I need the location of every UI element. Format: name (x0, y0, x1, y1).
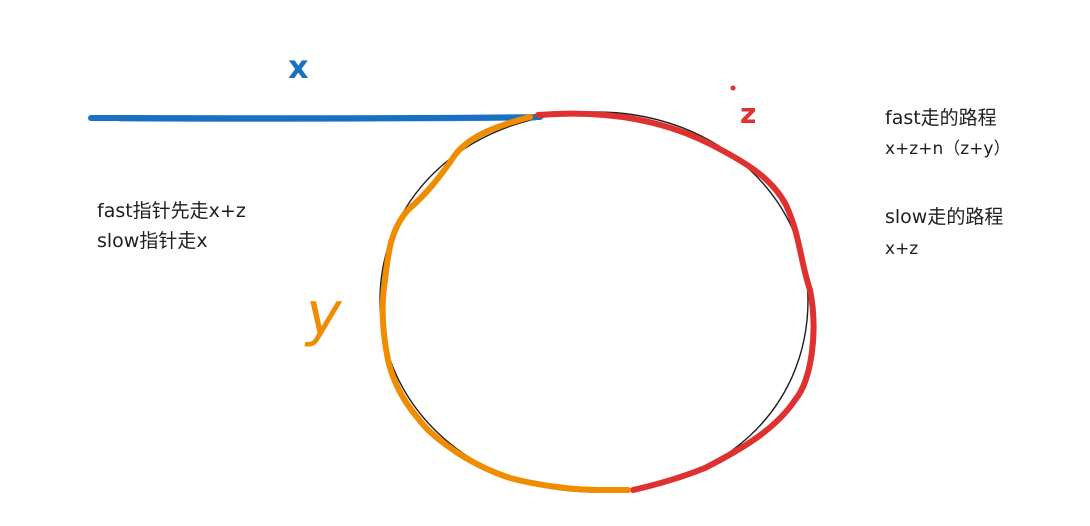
left-note-line2: slow指针走x (97, 230, 208, 252)
fast-distance-formula: x+z+n（z+y） (885, 139, 1011, 159)
z-segment-label: z (740, 97, 757, 130)
slow-distance-title: slow走的路程 (885, 206, 1004, 228)
x-segment-label: x (288, 48, 309, 86)
left-note-line1: fast指针先走x+z (97, 200, 246, 222)
x-segment-line (88, 114, 543, 122)
z-segment-arc (535, 110, 817, 493)
y-segment-label: y (306, 279, 342, 349)
slow-distance-formula: x+z (885, 239, 919, 259)
y-segment-arc (379, 114, 631, 493)
marker-dot (730, 85, 736, 91)
x-segment-line-stroke2 (118, 117, 537, 122)
fast-distance-title: fast走的路程 (885, 107, 997, 129)
